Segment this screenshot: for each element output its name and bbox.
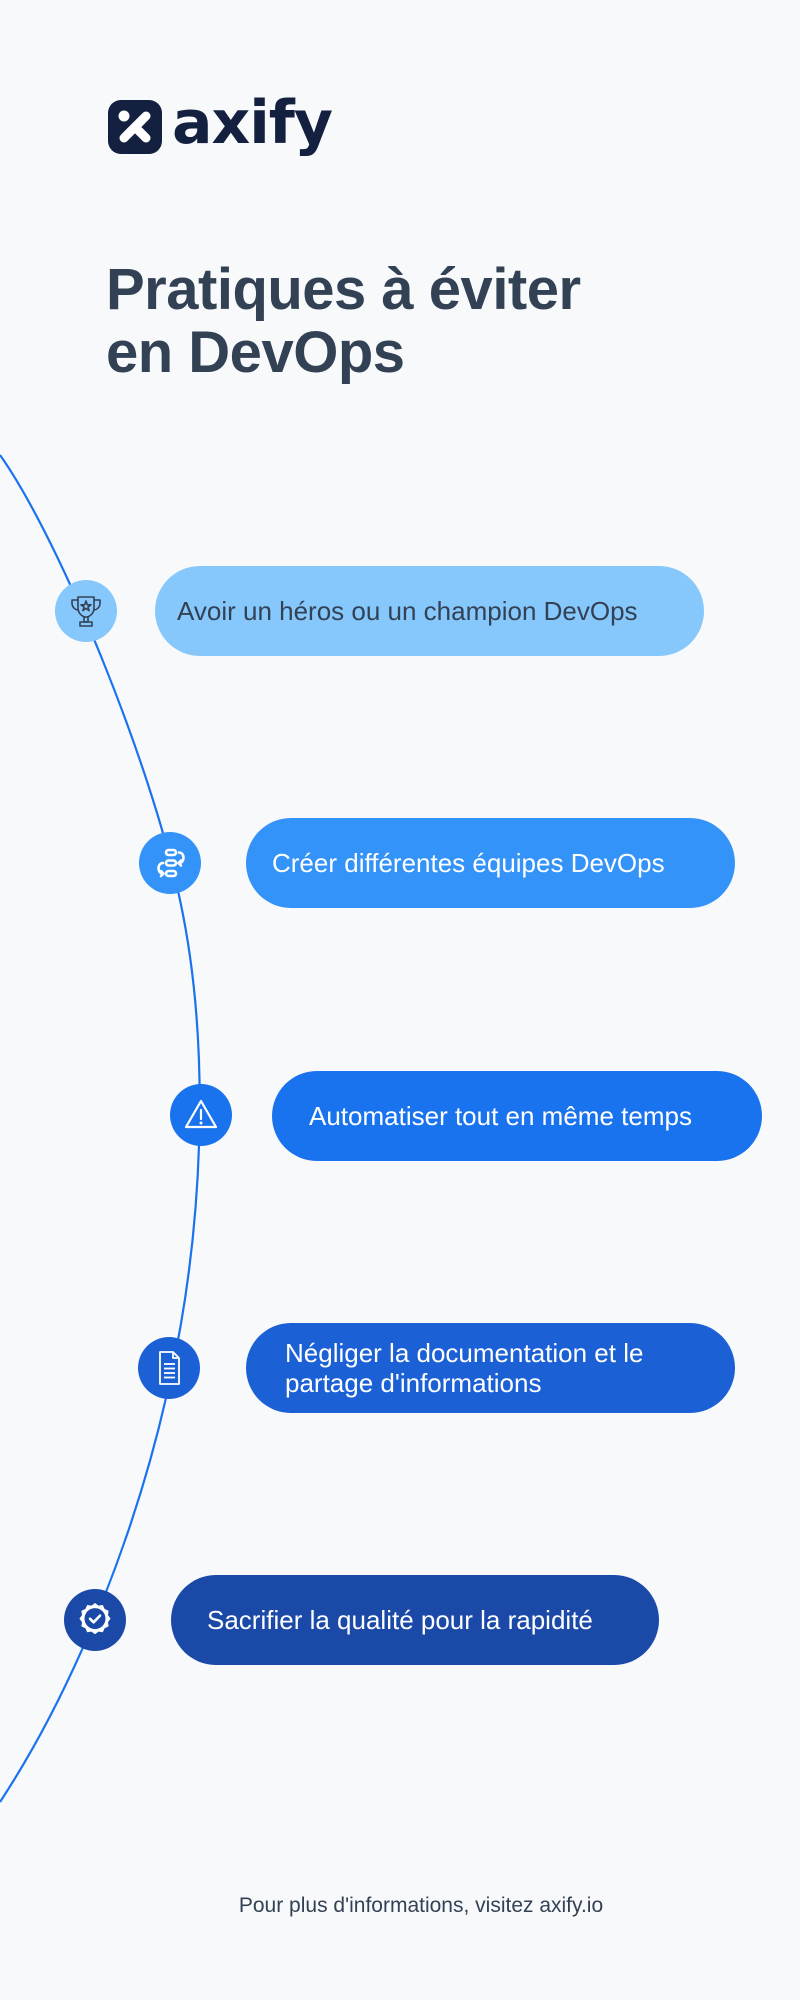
- quality-badge-check-icon: [79, 1603, 111, 1635]
- practice-label-4-line-2: partage d'informations: [285, 1368, 542, 1398]
- warning-triangle-icon: [184, 1099, 218, 1129]
- title-line-2: en DevOps: [106, 320, 405, 385]
- page-title: Pratiques à éviter en DevOps: [106, 258, 581, 384]
- footer-text: Pour plus d'informations, visitez axify.…: [238, 1894, 604, 1917]
- practice-label-3: Automatiser tout en même temps: [309, 1101, 692, 1131]
- title-line-1: Pratiques à éviter: [106, 257, 581, 322]
- timeline-node-5: [64, 1589, 126, 1651]
- practice-label-5: Sacrifier la qualité pour la rapidité: [207, 1605, 593, 1635]
- practice-pill-4: Négliger la documentation et le partage …: [246, 1323, 735, 1413]
- timeline-node-1: [55, 580, 117, 642]
- trophy-icon: [71, 596, 101, 627]
- practice-label-4: Négliger la documentation et le partage …: [285, 1338, 643, 1398]
- document-icon: [159, 1351, 180, 1385]
- brand-name: axify: [172, 88, 333, 158]
- practice-label-2: Créer différentes équipes DevOps: [272, 848, 665, 878]
- practice-pill-5: Sacrifier la qualité pour la rapidité: [171, 1575, 659, 1665]
- workflow-cycle-icon: [157, 848, 185, 878]
- practice-pill-1: Avoir un héros ou un champion DevOps: [155, 566, 704, 656]
- timeline-node-3: [170, 1084, 232, 1146]
- timeline-node-2: [139, 832, 201, 894]
- axify-x-mark-icon: [108, 100, 162, 154]
- axify-logo: axify: [108, 93, 333, 154]
- practice-label-4-line-1: Négliger la documentation et le: [285, 1338, 644, 1368]
- practice-label-1: Avoir un héros ou un champion DevOps: [177, 596, 638, 626]
- practice-pill-2: Créer différentes équipes DevOps: [246, 818, 735, 908]
- practice-pill-3: Automatiser tout en même temps: [272, 1071, 762, 1161]
- timeline-node-4: [138, 1337, 200, 1399]
